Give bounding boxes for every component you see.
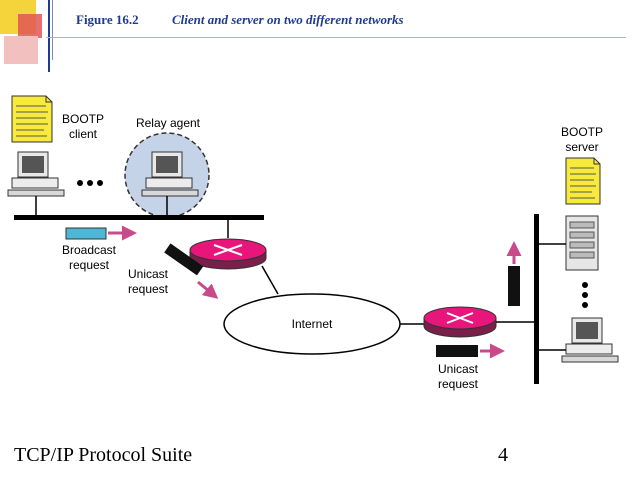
unicast1-label-line1: Unicast [128,267,169,281]
title-rule [46,37,626,38]
client-computer-icon [7,151,65,197]
unicast2-label-line2: request [438,377,479,391]
decor-red-square [18,14,42,38]
decor-vertical-line-2 [52,0,53,60]
server-label-line1: BOOTP [561,125,603,139]
relay-agent-label: Relay agent [136,116,201,130]
router1-internet-link [261,265,279,295]
ellipsis-dots-server [582,282,588,308]
footer-title: TCP/IP Protocol Suite [14,444,193,466]
server-lan-bus [534,214,539,384]
server-side-computer-icon [561,317,619,363]
page-number: 4 [498,444,508,466]
client-label-line2: client [69,127,98,141]
client-lan-bus [14,215,264,220]
unicast1-label-line2: request [128,282,169,296]
ellipsis-dots-client [77,180,103,186]
client-label-line1: BOOTP [62,112,104,126]
unicast-packet-1 [164,243,204,276]
unicast-packet-2 [436,345,478,357]
server-tower-icon [565,215,599,271]
router-1 [189,238,267,270]
client-document-icon [11,95,53,143]
server-document-icon [565,157,601,205]
broadcast-label-line1: Broadcast [62,243,117,257]
relay-computer-icon [141,151,199,197]
server-label-line2: server [565,140,598,154]
broadcast-label-line2: request [69,258,110,272]
decor-pink-square [4,36,38,64]
unicast2-label-line1: Unicast [438,362,479,376]
decor-vertical-line [48,0,50,72]
figure-label: Figure 16.2 [76,12,139,27]
router-2 [423,306,497,338]
internet-label: Internet [292,317,333,331]
server-bound-packet [508,266,520,306]
unicast-arrow-1 [197,280,219,299]
figure-caption: Client and server on two different netwo… [172,12,404,27]
broadcast-packet [65,227,107,240]
